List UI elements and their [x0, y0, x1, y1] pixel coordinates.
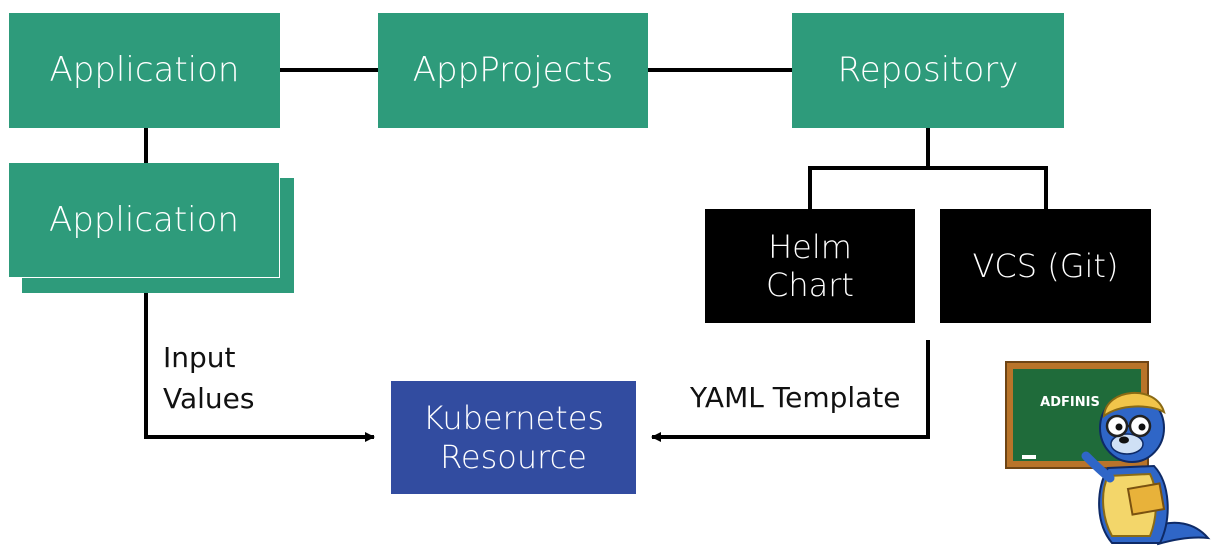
- chalkboard-text: ADFINIS: [1040, 395, 1100, 410]
- application-node: Application: [9, 13, 280, 128]
- helm-chart-label-line1: Helm: [768, 227, 852, 266]
- mascot-arm: [1081, 451, 1115, 483]
- kubernetes-resource-node: Kubernetes Resource: [391, 381, 636, 494]
- mascot-book: [1126, 482, 1166, 516]
- mascot-eye-left: [1115, 423, 1123, 431]
- kubernetes-resource-label-line2: Resource: [440, 437, 587, 476]
- helm-chart-label-line2: Chart: [766, 266, 854, 304]
- edge-yaml-template-arrow: [651, 340, 930, 442]
- input-values-label-line2: Values: [163, 381, 255, 415]
- application-node-label: Application: [49, 50, 240, 91]
- vcs-git-node: VCS (Git): [940, 209, 1151, 323]
- repository-node-label: Repository: [837, 50, 1019, 91]
- edge-input-values-arrow: [144, 278, 375, 442]
- input-values-label: Input Values: [163, 338, 254, 419]
- kubernetes-resource-label-line1: Kubernetes: [422, 399, 605, 438]
- mascot-eye-right: [1138, 423, 1146, 431]
- mascot-beanie: [1102, 391, 1166, 419]
- vcs-git-node-label: VCS (Git): [972, 246, 1119, 285]
- chalk-piece: [1022, 455, 1036, 459]
- repository-node: Repository: [792, 13, 1064, 128]
- application-stack-node: Application: [9, 163, 280, 278]
- application-stack-node-label: Application: [49, 199, 239, 240]
- edge-repository-branch: [808, 166, 1048, 210]
- input-values-label-line1: Input: [163, 341, 236, 374]
- mascot-muzzle: [1110, 433, 1144, 455]
- appprojects-node: AppProjects: [378, 13, 648, 128]
- yaml-template-label: YAML Template: [690, 381, 901, 414]
- appprojects-node-label: AppProjects: [412, 50, 614, 91]
- mascot-chalkboard-illustration: ADFINIS: [1005, 361, 1211, 546]
- mascot-nose: [1119, 436, 1129, 444]
- helm-chart-node: Helm Chart: [705, 209, 915, 323]
